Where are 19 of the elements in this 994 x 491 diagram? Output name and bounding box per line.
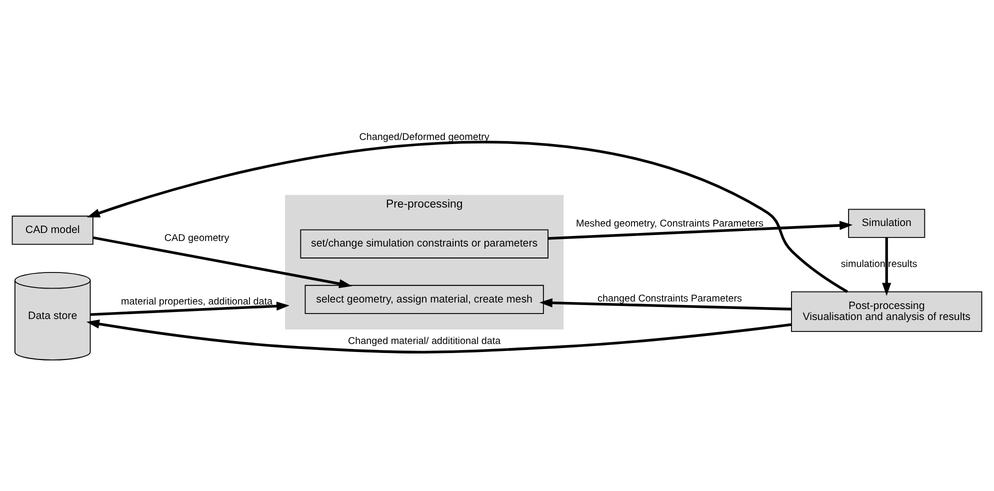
arrow xyxy=(539,298,792,310)
arrow xyxy=(92,236,352,288)
node-box: select geometry, assign material, create mesh xyxy=(304,284,544,314)
edge-label: material properties, additional data xyxy=(121,296,273,307)
node-box: CAD model xyxy=(12,215,94,244)
edge-label: Meshed geometry, Constraints Parameters xyxy=(576,218,764,230)
edge-label: Changed/Deformed geometry xyxy=(359,131,490,142)
node-box: Post-processing Visualisation and analysis of results xyxy=(791,290,982,332)
edge-label: CAD geometry xyxy=(164,232,230,244)
node-box: Simulation xyxy=(848,208,926,238)
arrow xyxy=(882,237,892,296)
arrow xyxy=(90,301,290,316)
edge-label: Changed material/ addititional data xyxy=(348,335,501,346)
arrow xyxy=(548,220,853,240)
arrow xyxy=(86,140,848,292)
arrow xyxy=(86,319,792,353)
node-box: set/change simulation constraints or parameters xyxy=(300,228,548,258)
edge-label: changed Constraints Parameters xyxy=(598,292,742,304)
edge-label: simulation results xyxy=(840,258,918,270)
